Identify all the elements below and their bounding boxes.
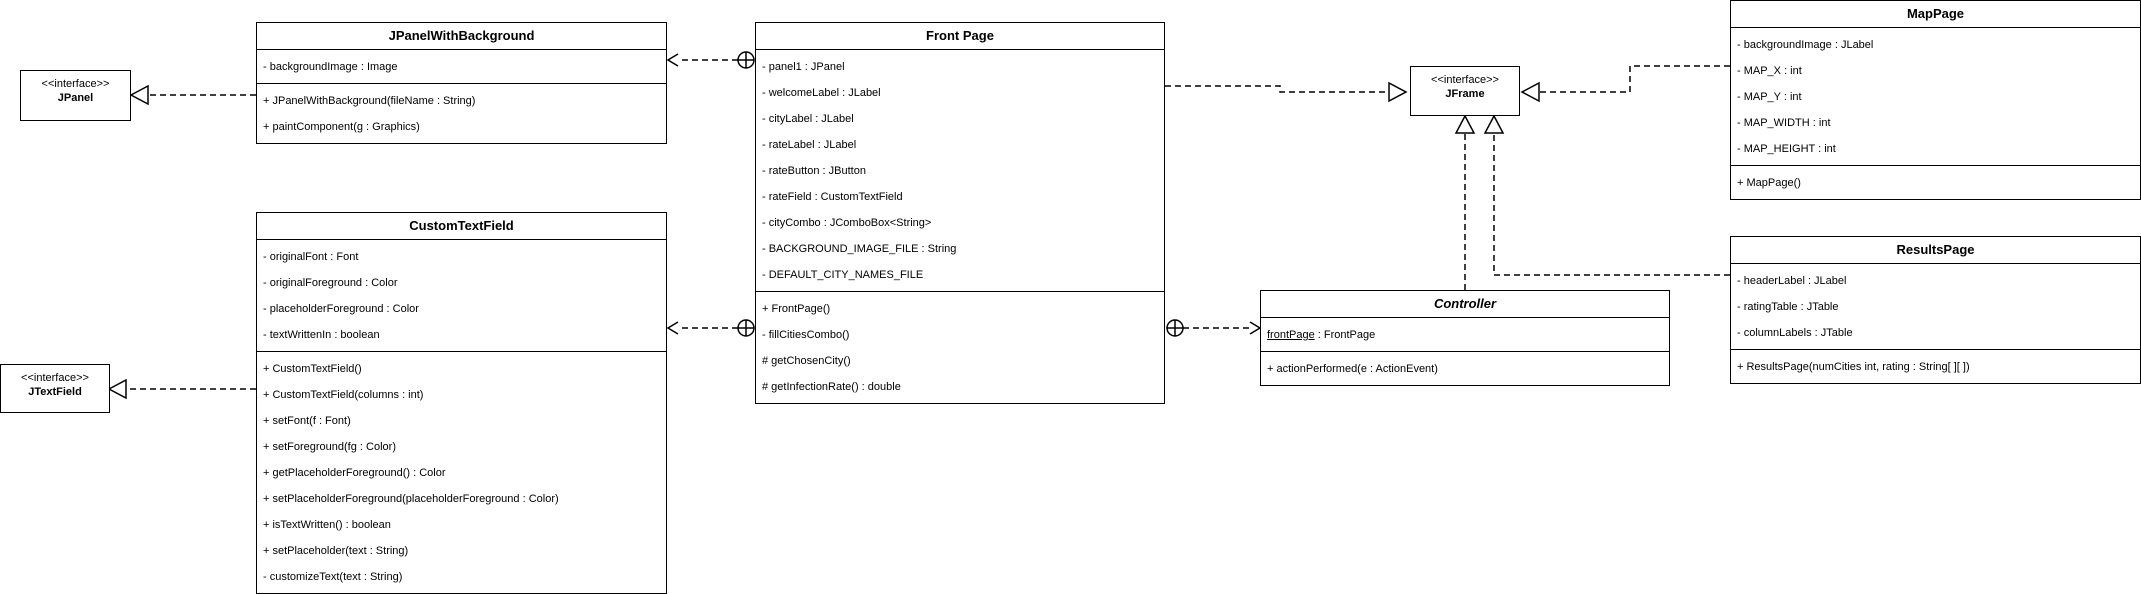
method: + setPlaceholder(text : String): [263, 545, 409, 557]
method: + CustomTextField(columns : int): [263, 389, 424, 401]
attribute: - welcomeLabel : JLabel: [762, 87, 881, 99]
attribute: - textWrittenIn : boolean: [263, 329, 380, 341]
attribute: - MAP_WIDTH : int: [1737, 117, 1831, 129]
methods-section: + MapPage(): [1731, 165, 2140, 199]
attribute: - backgroundImage : JLabel: [1737, 39, 1874, 51]
methods-section: + JPanelWithBackground(fileName : String…: [257, 83, 666, 143]
attribute: - originalFont : Font: [263, 251, 359, 263]
interface-name: JPanel: [57, 92, 94, 104]
class-jpanelwithbackground[interactable]: JPanelWithBackground - backgroundImage :…: [256, 22, 667, 144]
realization-frontpage-jframe: [1165, 85, 1388, 93]
attributes-section: - backgroundImage : JLabel - MAP_X : int…: [1731, 28, 2140, 165]
realization-resultspage-jframe: [1493, 133, 1730, 276]
nesting-circle: [737, 319, 755, 337]
class-resultspage[interactable]: ResultsPage - headerLabel : JLabel - rat…: [1730, 236, 2141, 384]
attributes-section: - panel1 : JPanel - welcomeLabel : JLabe…: [756, 50, 1164, 291]
method: + getPlaceholderForeground() : Color: [263, 467, 446, 479]
attribute: - cityLabel : JLabel: [762, 113, 854, 125]
attribute: - panel1 : JPanel: [762, 61, 845, 73]
methods-section: + FrontPage() - fillCitiesCombo() # getC…: [756, 291, 1164, 403]
interface-jframe[interactable]: <<interface>> JFrame: [1410, 66, 1520, 116]
nesting-circle: [737, 51, 755, 69]
attribute: - placeholderForeground : Color: [263, 303, 419, 315]
class-name: Controller: [1261, 291, 1669, 318]
class-frontpage[interactable]: Front Page - panel1 : JPanel - welcomeLa…: [755, 22, 1165, 404]
attribute: - DEFAULT_CITY_NAMES_FILE: [762, 269, 924, 281]
method: + CustomTextField(): [263, 363, 362, 375]
realization-arrowhead: [107, 378, 127, 400]
realization-arrowhead: [1483, 114, 1505, 134]
open-arrowhead: [666, 321, 679, 335]
attribute: - ratingTable : JTable: [1737, 301, 1839, 313]
attribute: - MAP_HEIGHT : int: [1737, 143, 1836, 155]
attribute: - originalForeground : Color: [263, 277, 398, 289]
class-name: Front Page: [756, 23, 1164, 50]
class-mappage[interactable]: MapPage - backgroundImage : JLabel - MAP…: [1730, 0, 2141, 200]
realization-arrowhead: [1520, 81, 1540, 103]
attributes-section: frontPage : FrontPage: [1261, 318, 1669, 351]
class-name: JPanelWithBackground: [257, 23, 666, 50]
method: + actionPerformed(e : ActionEvent): [1267, 363, 1438, 375]
realization-arrowhead: [1388, 81, 1408, 103]
attribute-type: : FrontPage: [1314, 329, 1376, 341]
class-name: ResultsPage: [1731, 237, 2140, 264]
attribute: - rateButton : JButton: [762, 165, 866, 177]
method: + JPanelWithBackground(fileName : String…: [263, 95, 476, 107]
class-name: MapPage: [1731, 1, 2140, 28]
attributes-section: - headerLabel : JLabel - ratingTable : J…: [1731, 264, 2140, 349]
attribute: - rateField : CustomTextField: [762, 191, 903, 203]
method: + setPlaceholderForeground(placeholderFo…: [263, 493, 559, 505]
realization-mappage-jframe: [1540, 65, 1730, 93]
method: + setFont(f : Font): [263, 415, 351, 427]
methods-section: + actionPerformed(e : ActionEvent): [1261, 351, 1669, 385]
attribute: - BACKGROUND_IMAGE_FILE : String: [762, 243, 957, 255]
attribute: - cityCombo : JComboBox<String>: [762, 217, 932, 229]
interface-stereotype: <<interface>>: [41, 78, 110, 90]
attribute: frontPage : FrontPage: [1261, 322, 1669, 348]
methods-section: + CustomTextField() + CustomTextField(co…: [257, 351, 666, 593]
method: # getChosenCity(): [762, 355, 851, 367]
method: + MapPage(): [1737, 177, 1801, 189]
method: + paintComponent(g : Graphics): [263, 121, 420, 133]
method: + ResultsPage(numCities int, rating : St…: [1737, 361, 1970, 373]
method: + isTextWritten() : boolean: [263, 519, 391, 531]
method: # getInfectionRate() : double: [762, 381, 901, 393]
class-name: CustomTextField: [257, 213, 666, 240]
method: - customizeText(text : String): [263, 571, 403, 583]
interface-stereotype: <<interface>>: [1431, 74, 1499, 86]
nesting-circle: [1166, 319, 1184, 337]
attribute: - backgroundImage : Image: [263, 61, 398, 73]
static-attribute-name: frontPage: [1267, 329, 1315, 341]
class-controller[interactable]: Controller frontPage : FrontPage + actio…: [1260, 290, 1670, 386]
interface-jtextfield[interactable]: <<interface>> JTextField: [0, 364, 110, 413]
attributes-section: - backgroundImage : Image: [257, 50, 666, 83]
interface-name: JTextField: [28, 386, 82, 398]
realization-arrowhead: [1454, 114, 1476, 134]
methods-section: + ResultsPage(numCities int, rating : St…: [1731, 349, 2140, 383]
realization-arrowhead: [129, 84, 149, 106]
method: + setForeground(fg : Color): [263, 441, 396, 453]
method: + FrontPage(): [762, 303, 831, 315]
attribute: - columnLabels : JTable: [1737, 327, 1853, 339]
attribute: - MAP_Y : int: [1737, 91, 1802, 103]
interface-jpanel[interactable]: <<interface>> JPanel: [20, 70, 131, 121]
interface-name: JFrame: [1445, 88, 1485, 100]
attribute: - MAP_X : int: [1737, 65, 1802, 77]
attributes-section: - originalFont : Font - originalForegrou…: [257, 240, 666, 351]
attribute: - headerLabel : JLabel: [1737, 275, 1847, 287]
attribute: - rateLabel : JLabel: [762, 139, 857, 151]
class-customtextfield[interactable]: CustomTextField - originalFont : Font - …: [256, 212, 667, 594]
method: - fillCitiesCombo(): [762, 329, 850, 341]
open-arrowhead: [666, 53, 679, 67]
open-arrowhead: [1249, 321, 1262, 335]
interface-stereotype: <<interface>>: [21, 372, 89, 384]
